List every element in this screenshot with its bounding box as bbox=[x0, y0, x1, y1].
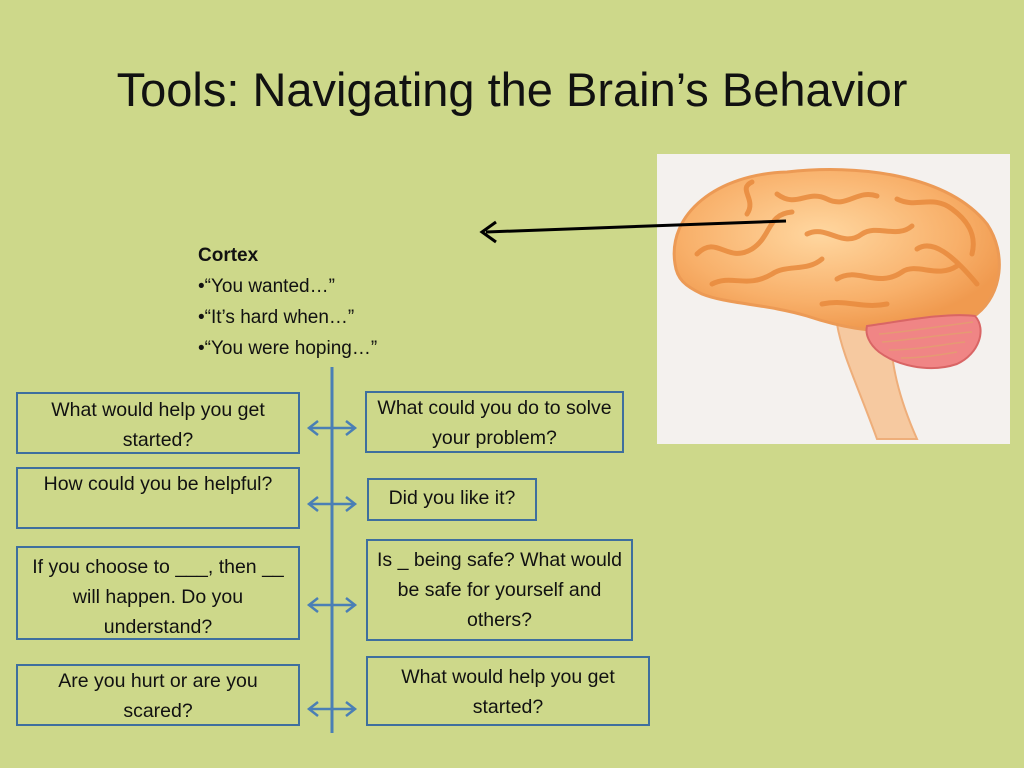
question-box-right-1: What could you do to solve your problem? bbox=[365, 391, 624, 453]
cortex-item: •“You were hoping…” bbox=[198, 338, 378, 359]
question-box-left-3: If you choose to ___, then __ will happe… bbox=[16, 546, 300, 640]
question-text: How could you be helpful? bbox=[43, 473, 273, 495]
cortex-list: Cortex •“You wanted…” •“It’s hard when…”… bbox=[198, 240, 377, 364]
pointer-arrow-icon bbox=[479, 219, 787, 244]
question-text: What could you do to solve your problem? bbox=[377, 397, 612, 449]
double-headed-arrow-icon bbox=[306, 701, 358, 717]
double-headed-arrow-icon bbox=[306, 496, 358, 512]
question-text: Are you hurt or are you scared? bbox=[58, 670, 258, 722]
brain-illustration-icon bbox=[672, 168, 1001, 440]
question-box-left-1: What would help you get started? bbox=[16, 392, 300, 454]
question-box-left-2: How could you be helpful? bbox=[16, 467, 300, 529]
question-text: Is _ being safe? What would be safe for … bbox=[377, 549, 622, 631]
question-box-right-3: Is _ being safe? What would be safe for … bbox=[366, 539, 633, 641]
question-text: What would help you get started? bbox=[401, 666, 615, 718]
question-box-left-4: Are you hurt or are you scared? bbox=[16, 664, 300, 726]
double-headed-arrow-icon bbox=[306, 597, 358, 613]
cortex-item: •“It’s hard when…” bbox=[198, 307, 355, 328]
question-text: What would help you get started? bbox=[51, 399, 265, 451]
question-box-right-4: What would help you get started? bbox=[366, 656, 650, 726]
cortex-heading: Cortex bbox=[198, 245, 259, 266]
question-box-right-2: Did you like it? bbox=[367, 478, 537, 521]
slide-title: Tools: Navigating the Brain’s Behavior bbox=[116, 63, 908, 116]
cortex-item: •“You wanted…” bbox=[198, 276, 335, 297]
question-text: If you choose to ___, then __ will happe… bbox=[32, 556, 284, 638]
double-headed-arrow-icon bbox=[306, 420, 358, 436]
brain-image bbox=[657, 154, 1010, 444]
question-text: Did you like it? bbox=[388, 487, 516, 509]
